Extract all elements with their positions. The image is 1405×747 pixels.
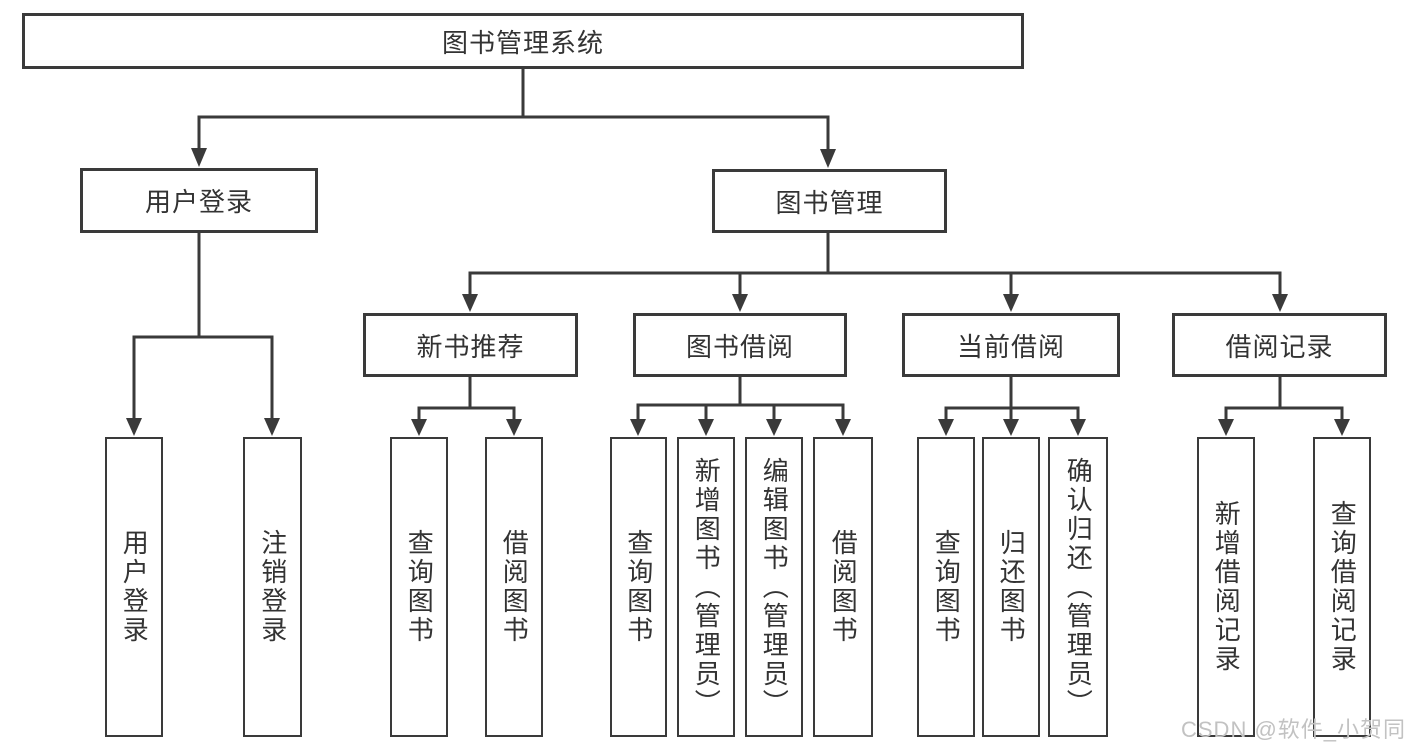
node-label: 查询图书: [404, 529, 435, 645]
leaf-borrowing-add-books-admin: 新增图书（管理员）: [677, 437, 735, 737]
node-label: 新书推荐: [416, 331, 525, 362]
leaf-current-confirm-return-admin: 确认归还（管理员）: [1048, 437, 1108, 737]
leaf-current-return-books: 归还图书: [982, 437, 1040, 737]
leaf-borrowing-query-books: 查询图书: [610, 437, 667, 737]
node-label: 编辑图书（管理员）: [759, 456, 790, 718]
node-label: 注销登录: [257, 529, 288, 645]
node-label: 归还图书: [996, 529, 1027, 645]
node-label: 借阅记录: [1225, 331, 1334, 362]
node-label: 查询图书: [623, 529, 654, 645]
leaf-borrowing-edit-books-admin: 编辑图书（管理员）: [745, 437, 803, 737]
node-borrowing-records: 借阅记录: [1172, 313, 1387, 377]
leaf-records-query-record: 查询借阅记录: [1313, 437, 1371, 737]
leaf-logout: 注销登录: [243, 437, 302, 737]
node-label: 图书管理: [775, 187, 884, 218]
node-label: 图书借阅: [685, 331, 794, 362]
node-label: 借阅图书: [828, 529, 859, 645]
node-label: 用户登录: [119, 529, 150, 645]
node-label: 查询图书: [931, 529, 962, 645]
csdn-watermark: CSDN @软件_小贺同学: [1181, 717, 1405, 742]
leaf-borrowing-borrow-books: 借阅图书: [813, 437, 873, 737]
node-current-borrowing: 当前借阅: [902, 313, 1120, 377]
leaf-recommend-query-books: 查询图书: [390, 437, 448, 737]
node-label: 新增借阅记录: [1211, 500, 1242, 674]
node-label: 用户登录: [144, 187, 253, 217]
node-book-borrowing: 图书借阅: [633, 313, 847, 377]
node-label: 新增图书（管理员）: [691, 456, 722, 718]
node-label: 借阅图书: [499, 529, 530, 645]
leaf-recommend-borrow-books: 借阅图书: [485, 437, 543, 737]
node-root-system: 图书管理系统: [22, 13, 1024, 69]
leaf-records-add-record: 新增借阅记录: [1197, 437, 1255, 737]
node-book-management-branch: 图书管理: [712, 169, 947, 233]
node-user-login-branch: 用户登录: [80, 168, 318, 233]
leaf-user-login: 用户登录: [105, 437, 163, 737]
node-label: 当前借阅: [956, 331, 1065, 362]
node-label: 确认归还（管理员）: [1063, 456, 1094, 718]
node-new-book-recommend: 新书推荐: [363, 313, 578, 377]
node-label: 查询借阅记录: [1327, 500, 1358, 674]
leaf-current-query-books: 查询图书: [917, 437, 975, 737]
node-label: 图书管理系统: [441, 27, 604, 58]
